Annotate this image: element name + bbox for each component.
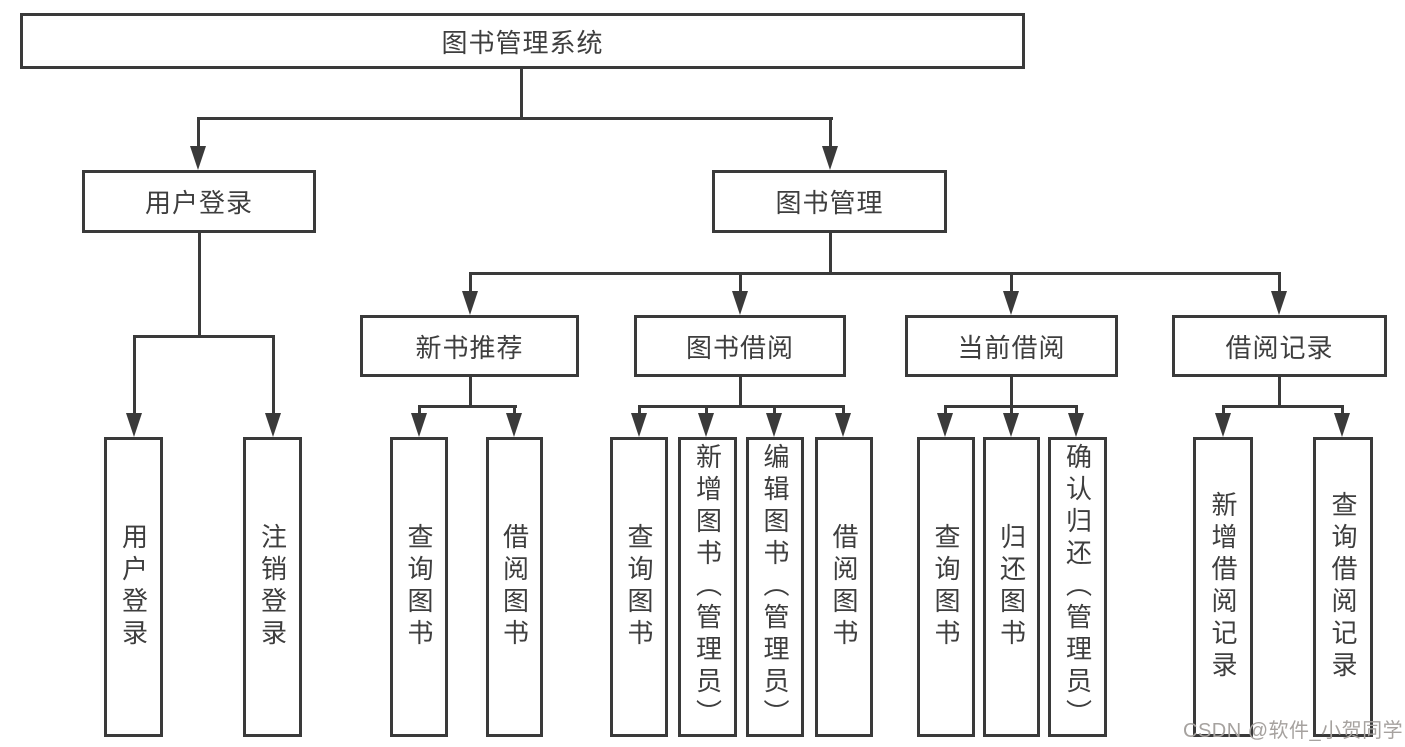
connector-hline: [1222, 405, 1344, 408]
arrow-down-icon: [1003, 413, 1019, 437]
leaf-query-books-recommend: 查询图书: [390, 437, 448, 737]
connector-vline: [1341, 405, 1344, 417]
connector-vline: [1010, 273, 1013, 295]
connector-vline: [739, 273, 742, 295]
connector-vline: [272, 336, 275, 416]
leaf-query-books-borrowing: 查询图书: [610, 437, 668, 737]
connector-vline: [1222, 405, 1225, 417]
connector-vline: [1278, 273, 1281, 295]
arrow-down-icon: [698, 413, 714, 437]
connector-vline: [197, 118, 200, 150]
leaf-return-books: 归还图书: [983, 437, 1040, 737]
arrow-down-icon: [766, 413, 782, 437]
node-book-borrowing: 图书借阅: [634, 315, 846, 377]
connector-vline: [513, 405, 516, 417]
connector-vline: [842, 405, 845, 417]
arrow-down-icon: [732, 291, 748, 315]
connector-vline: [739, 377, 742, 407]
leaf-edit-book-admin: 编辑图书（管理员）: [746, 437, 804, 737]
connector-vline: [418, 405, 421, 417]
arrow-down-icon: [411, 413, 427, 437]
connector-vline: [133, 336, 136, 416]
leaf-user-login: 用户登录: [104, 437, 163, 737]
leaf-confirm-return-admin: 确认归还（管理员）: [1048, 437, 1107, 737]
leaf-logout: 注销登录: [243, 437, 302, 737]
arrow-down-icon: [937, 413, 953, 437]
arrow-down-icon: [1271, 291, 1287, 315]
connector-vline: [705, 405, 708, 417]
connector-vline: [829, 118, 832, 150]
node-new-book-recommendation: 新书推荐: [360, 315, 579, 377]
connector-vline: [1010, 377, 1013, 407]
node-user-login: 用户登录: [82, 170, 316, 233]
connector-hline: [418, 405, 517, 408]
leaf-borrow-books-borrowing: 借阅图书: [815, 437, 873, 737]
node-book-management: 图书管理: [712, 170, 947, 233]
connector-vline: [829, 233, 832, 275]
connector-vline: [1075, 405, 1078, 417]
connector-hline: [133, 335, 275, 338]
connector-vline: [1010, 405, 1013, 417]
node-borrowing-records: 借阅记录: [1172, 315, 1387, 377]
arrow-down-icon: [1003, 291, 1019, 315]
arrow-down-icon: [462, 291, 478, 315]
connector-hline: [197, 117, 833, 120]
connector-vline: [198, 233, 201, 338]
connector-vline: [944, 405, 947, 417]
arrow-down-icon: [190, 146, 206, 170]
arrow-down-icon: [1334, 413, 1350, 437]
connector-vline: [638, 405, 641, 417]
connector-vline: [773, 405, 776, 417]
leaf-add-borrow-record: 新增借阅记录: [1193, 437, 1253, 737]
connector-hline: [469, 272, 1281, 275]
node-root: 图书管理系统: [20, 13, 1025, 69]
connector-vline: [469, 273, 472, 295]
leaf-add-book-admin: 新增图书（管理员）: [678, 437, 737, 737]
arrow-down-icon: [822, 146, 838, 170]
arrow-down-icon: [1068, 413, 1084, 437]
connector-vline: [469, 377, 472, 407]
arrow-down-icon: [631, 413, 647, 437]
node-current-borrowing: 当前借阅: [905, 315, 1118, 377]
connector-hline: [638, 405, 845, 408]
arrow-down-icon: [1215, 413, 1231, 437]
connector-vline: [520, 69, 523, 120]
watermark: CSDN @软件_小贺同学: [1183, 720, 1404, 742]
leaf-query-books-current: 查询图书: [917, 437, 975, 737]
arrow-down-icon: [265, 413, 281, 437]
arrow-down-icon: [126, 413, 142, 437]
leaf-query-borrow-record: 查询借阅记录: [1313, 437, 1373, 737]
connector-vline: [1278, 377, 1281, 407]
leaf-borrow-books-recommend: 借阅图书: [486, 437, 543, 737]
arrow-down-icon: [835, 413, 851, 437]
arrow-down-icon: [506, 413, 522, 437]
